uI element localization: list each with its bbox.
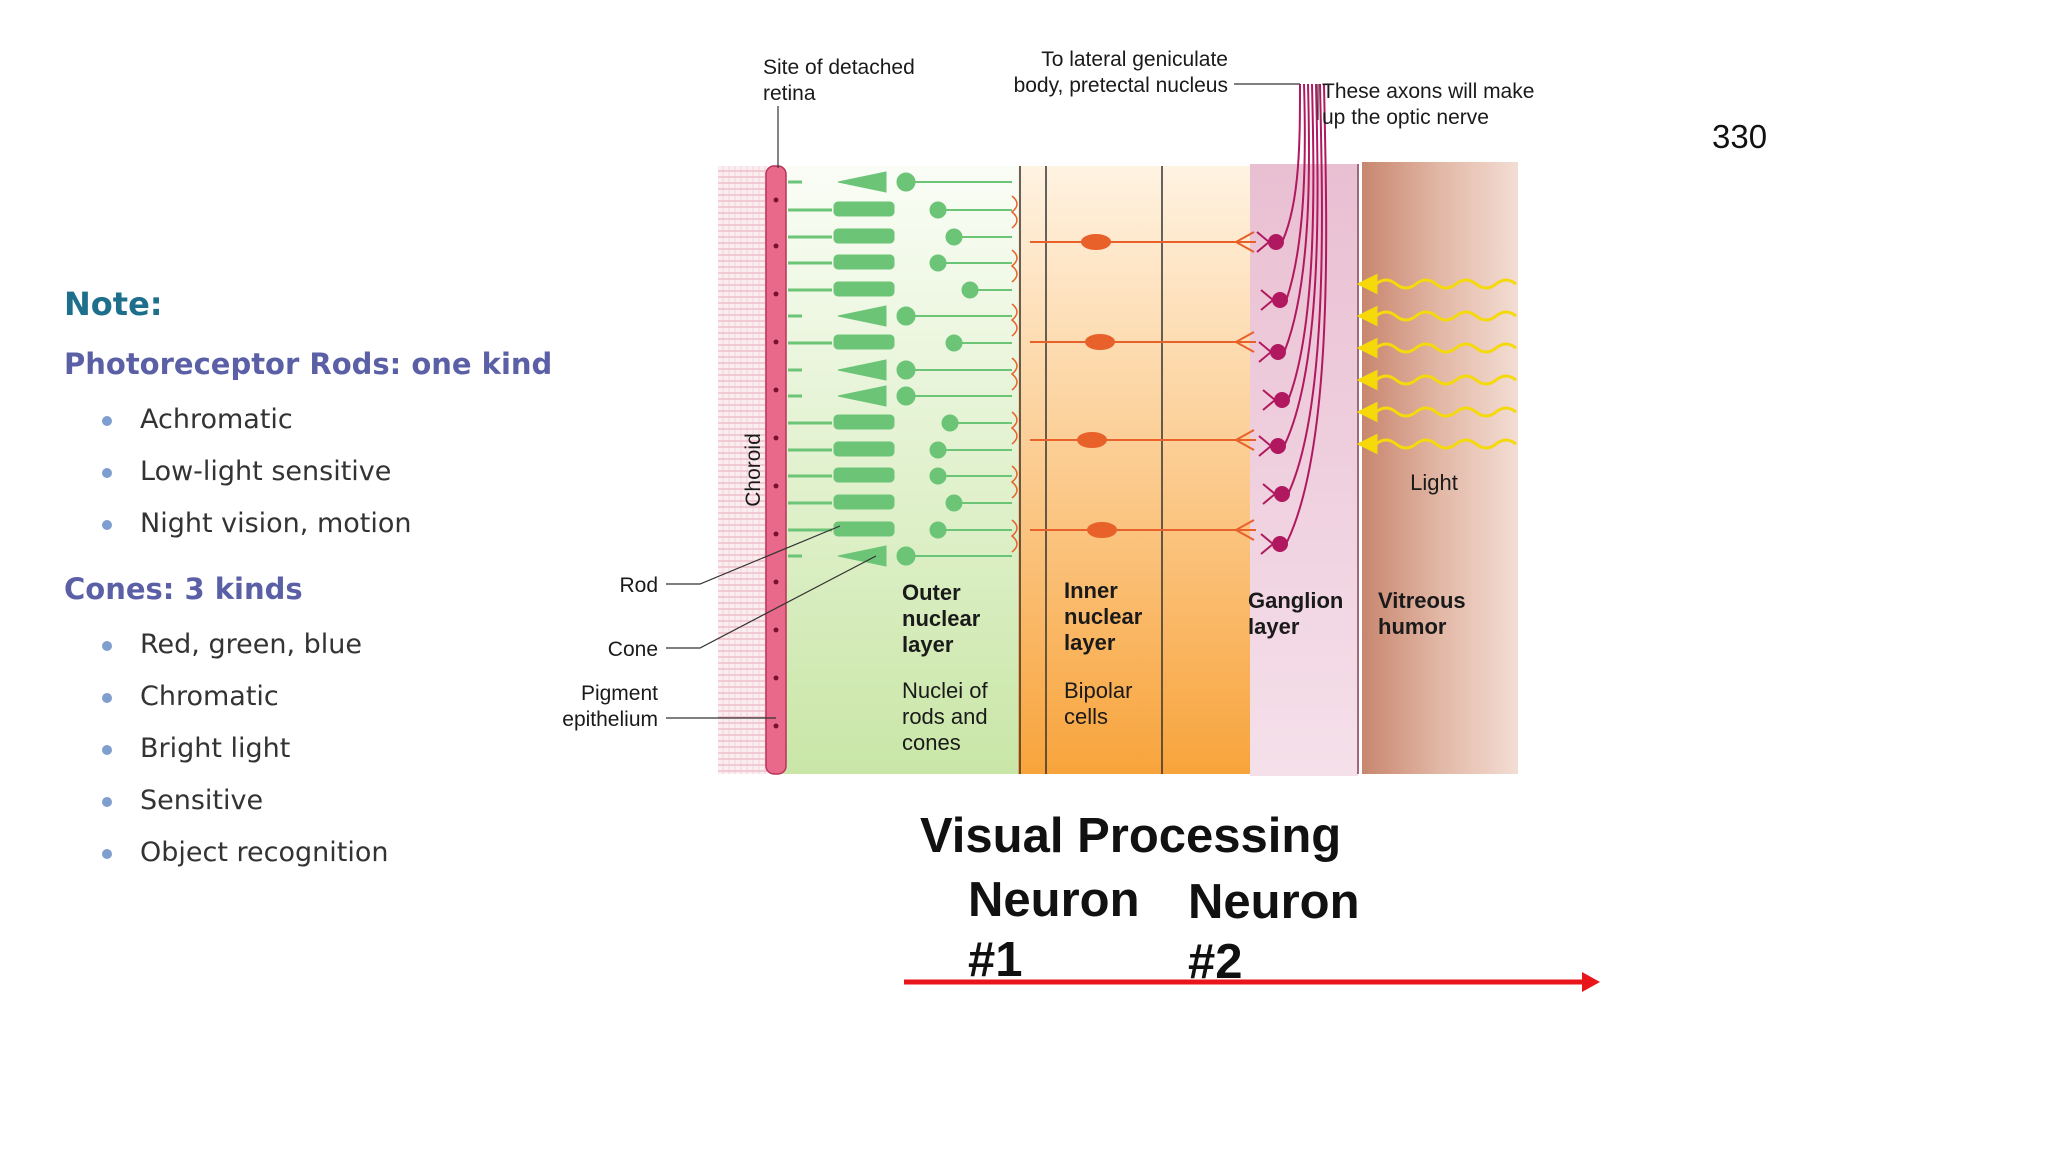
- outer-nuclear-layer: [782, 166, 1018, 774]
- rod: [788, 334, 1012, 352]
- list-item: Night vision, motion: [102, 498, 412, 550]
- neuron-1-label: Neuron #1: [968, 873, 1140, 987]
- outer-nuclear-label-1: Outer: [902, 580, 961, 605]
- inner-nuclear-label-1: Inner: [1064, 578, 1118, 603]
- processing-arrow: [904, 972, 1600, 992]
- light-waves: [1356, 273, 1517, 455]
- bullet-icon: [102, 641, 112, 651]
- cone: [788, 359, 1012, 381]
- inner-nuclear-label-3: layer: [1064, 630, 1116, 655]
- list-item: Chromatic: [102, 671, 388, 723]
- pigment-epithelium: [765, 165, 787, 775]
- bipolar-cell: [1030, 331, 1256, 353]
- rod: [788, 494, 1012, 512]
- visual-processing-title: Visual Processing: [920, 809, 1342, 863]
- bullet-icon: [102, 693, 112, 703]
- cone: [788, 385, 1012, 407]
- pigment-label-1: Pigment: [581, 682, 658, 705]
- site-detached-label-2: retina: [763, 82, 816, 105]
- site-detached-label-1: Site of detached: [763, 56, 915, 79]
- bullet-icon: [102, 797, 112, 807]
- rod: [788, 467, 1012, 485]
- inner-desc-1: Bipolar: [1064, 678, 1132, 703]
- choroid-layer: [718, 166, 768, 774]
- rod-label: Rod: [619, 574, 658, 597]
- inner-nuclear-layer: [1018, 166, 1250, 774]
- rod: [788, 228, 1012, 246]
- bullet-icon: [102, 745, 112, 755]
- rod: [788, 201, 1012, 219]
- ganglion-cells: [1256, 83, 1328, 555]
- rod: [788, 281, 1012, 299]
- bipolar-cells: [1030, 231, 1256, 541]
- ganglion-cell: [1260, 83, 1328, 555]
- vitreous-label-2: humor: [1378, 614, 1447, 639]
- outer-desc-2: rods and: [902, 704, 988, 729]
- bullet-icon: [102, 849, 112, 859]
- vitreous-label-1: Vitreous: [1378, 588, 1466, 613]
- ganglion-cell: [1258, 83, 1311, 363]
- list-item: Low-light sensitive: [102, 446, 412, 498]
- list-item: Red, green, blue: [102, 619, 388, 671]
- vitreous-humor: [1362, 162, 1518, 774]
- page-number: 330: [1712, 118, 1768, 155]
- ganglion-cell: [1260, 83, 1306, 311]
- light-arrow: [1356, 369, 1517, 391]
- cone: [788, 305, 1012, 327]
- lateral-geniculate-label-2: body, pretectal nucleus: [1014, 74, 1228, 97]
- photoreceptor-terminals: [1010, 195, 1018, 553]
- bullet-icon: [102, 416, 112, 426]
- bipolar-cell: [1030, 231, 1256, 253]
- axons-label-2: up the optic nerve: [1322, 106, 1489, 129]
- choroid-label: Choroid: [742, 433, 765, 507]
- neuron-2-label: Neuron #2: [1188, 875, 1360, 989]
- inner-desc-2: cells: [1064, 704, 1108, 729]
- bipolar-cell: [1030, 519, 1256, 541]
- cones-list: Red, green, blue Chromatic Bright light …: [102, 619, 388, 879]
- lateral-geniculate-label-1: To lateral geniculate: [1041, 48, 1228, 71]
- bullet-icon: [102, 520, 112, 530]
- light-arrow: [1356, 305, 1517, 327]
- list-item: Achromatic: [102, 394, 412, 446]
- light-arrow: [1356, 337, 1517, 359]
- ganglion-cell: [1262, 83, 1315, 411]
- ganglion-label-1: Ganglion: [1248, 588, 1343, 613]
- cone: [788, 171, 1012, 193]
- inner-nuclear-label-2: nuclear: [1064, 604, 1143, 629]
- cone-label: Cone: [608, 638, 658, 661]
- bullet-icon: [102, 468, 112, 478]
- rod: [788, 441, 1012, 459]
- cones-section-title: Cones: 3 kinds: [64, 572, 303, 606]
- axons-label-1: These axons will make: [1322, 80, 1534, 103]
- ganglion-label-2: layer: [1248, 614, 1300, 639]
- photoreceptors: [788, 171, 1012, 567]
- ganglion-cell: [1258, 83, 1319, 457]
- bipolar-cell: [1030, 429, 1256, 451]
- retina-diagram: Site of detached retina To lateral genic…: [562, 48, 1534, 776]
- list-item: Object recognition: [102, 827, 388, 879]
- outer-nuclear-label-3: layer: [902, 632, 954, 657]
- ganglion-cell: [1262, 83, 1323, 505]
- list-item: Bright light: [102, 723, 388, 775]
- pigment-label-2: epithelium: [562, 708, 658, 731]
- rods-list: Achromatic Low-light sensitive Night vis…: [102, 394, 412, 550]
- ganglion-cell: [1256, 83, 1301, 253]
- rod: [788, 254, 1012, 272]
- outer-desc-3: cones: [902, 730, 961, 755]
- rod: [788, 414, 1012, 432]
- list-item: Sensitive: [102, 775, 388, 827]
- light-arrow: [1356, 401, 1517, 423]
- outer-nuclear-label-2: nuclear: [902, 606, 981, 631]
- rods-section-title: Photoreceptor Rods: one kind: [64, 347, 553, 381]
- outer-desc-1: Nuclei of: [902, 678, 988, 703]
- light-arrow: [1356, 433, 1517, 455]
- cone: [788, 545, 1012, 567]
- light-arrow: [1356, 273, 1517, 295]
- note-title: Note:: [64, 285, 163, 323]
- light-label: Light: [1410, 470, 1458, 495]
- rod: [788, 521, 1012, 539]
